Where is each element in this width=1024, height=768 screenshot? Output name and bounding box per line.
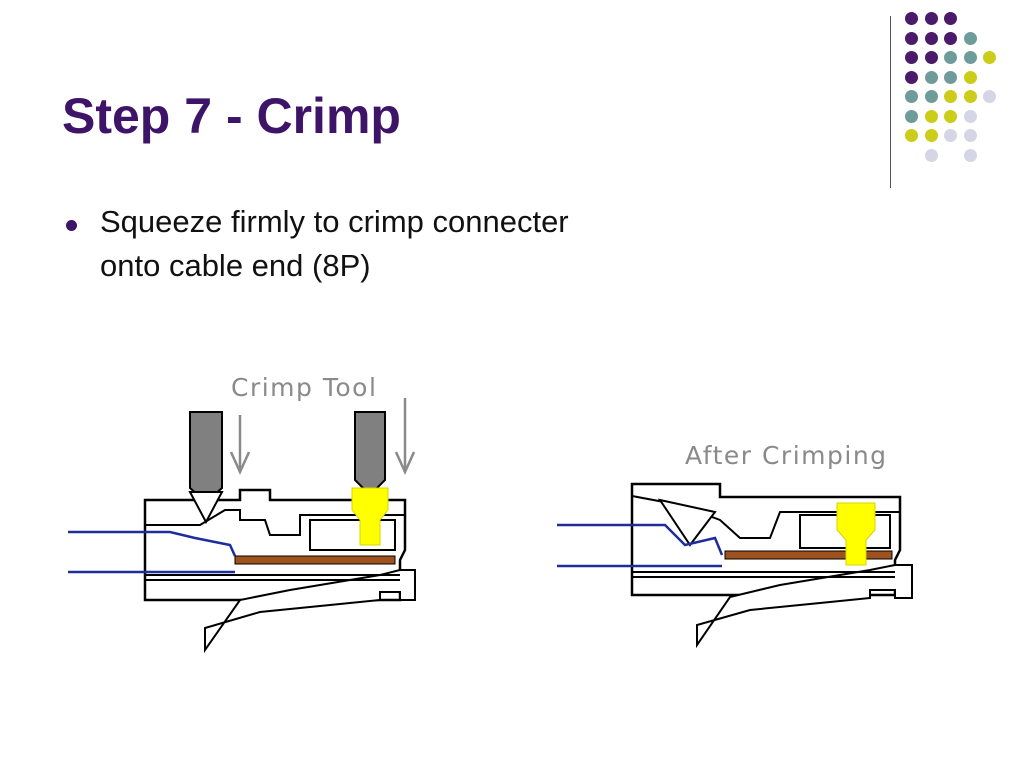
after-crimp-illustration: After Crimping [557,441,913,649]
decorative-dot [983,90,996,103]
contact-after [836,502,876,566]
latch-line-after [632,571,895,578]
decorative-dot [963,129,977,142]
bullet-text-line-1: Squeeze firmly to crimp connecter [100,204,569,239]
latch-tab-before [204,569,416,654]
crimp-blade-right [354,411,386,497]
decorative-dot [924,51,938,64]
decorative-dot [924,109,938,123]
crimped-wedge-after [657,498,717,547]
conductor-before [234,555,396,565]
slide-title: Step 7 - Crimp [62,88,401,144]
latch-tab-after [696,564,913,649]
decorative-dot [924,12,938,25]
decorative-dot [983,51,996,64]
decorative-dot [963,148,977,162]
bullet-list: Squeeze firmly to crimp connecter onto c… [62,200,680,288]
decorative-dot [905,109,918,123]
wire-top-before [68,530,237,557]
decorative-dot [905,129,918,142]
before-crimp-illustration: Crimp Tool [68,373,416,654]
crimp-blade-left [189,411,223,504]
down-arrow-icon [394,398,416,476]
decorative-dot [963,70,977,84]
decorative-dot [924,31,938,45]
decorative-divider-line [890,16,891,188]
decorative-dot [944,109,957,123]
wire-top-after [557,523,724,556]
bullet-item: Squeeze firmly to crimp connecter onto c… [62,200,680,288]
crimp-blade-left-tip [188,491,224,525]
decorative-dot [924,70,938,84]
decorative-dot [924,129,938,142]
decorative-dot [905,31,918,45]
conductor-after [724,550,893,560]
decorative-dot [905,70,918,84]
decorative-dot [944,90,957,103]
decorative-dot [944,12,957,25]
decorative-dot [963,109,977,123]
down-arrow-icon [229,415,251,476]
decorative-dot [924,90,938,103]
decorative-dot [905,12,918,25]
decorative-dot [944,31,957,45]
decorative-dot [944,70,957,84]
crimp-tool-label: Crimp Tool [231,373,377,402]
decorative-dot-grid [905,12,1005,162]
decorative-dot [905,90,918,103]
latch-line-before [145,574,400,581]
decorative-dot [963,90,977,103]
contact-before [351,487,389,546]
decorative-dot [963,51,977,64]
decorative-dot [944,51,957,64]
decorative-dot [963,31,977,45]
decorative-dot [944,129,957,142]
bullet-marker [66,220,77,231]
bullet-text-line-2: onto cable end (8P) [100,248,371,283]
decorative-dot [924,148,938,162]
decorative-dot [905,51,918,64]
after-crimping-label: After Crimping [685,441,888,470]
strain-relief-before [145,509,405,536]
